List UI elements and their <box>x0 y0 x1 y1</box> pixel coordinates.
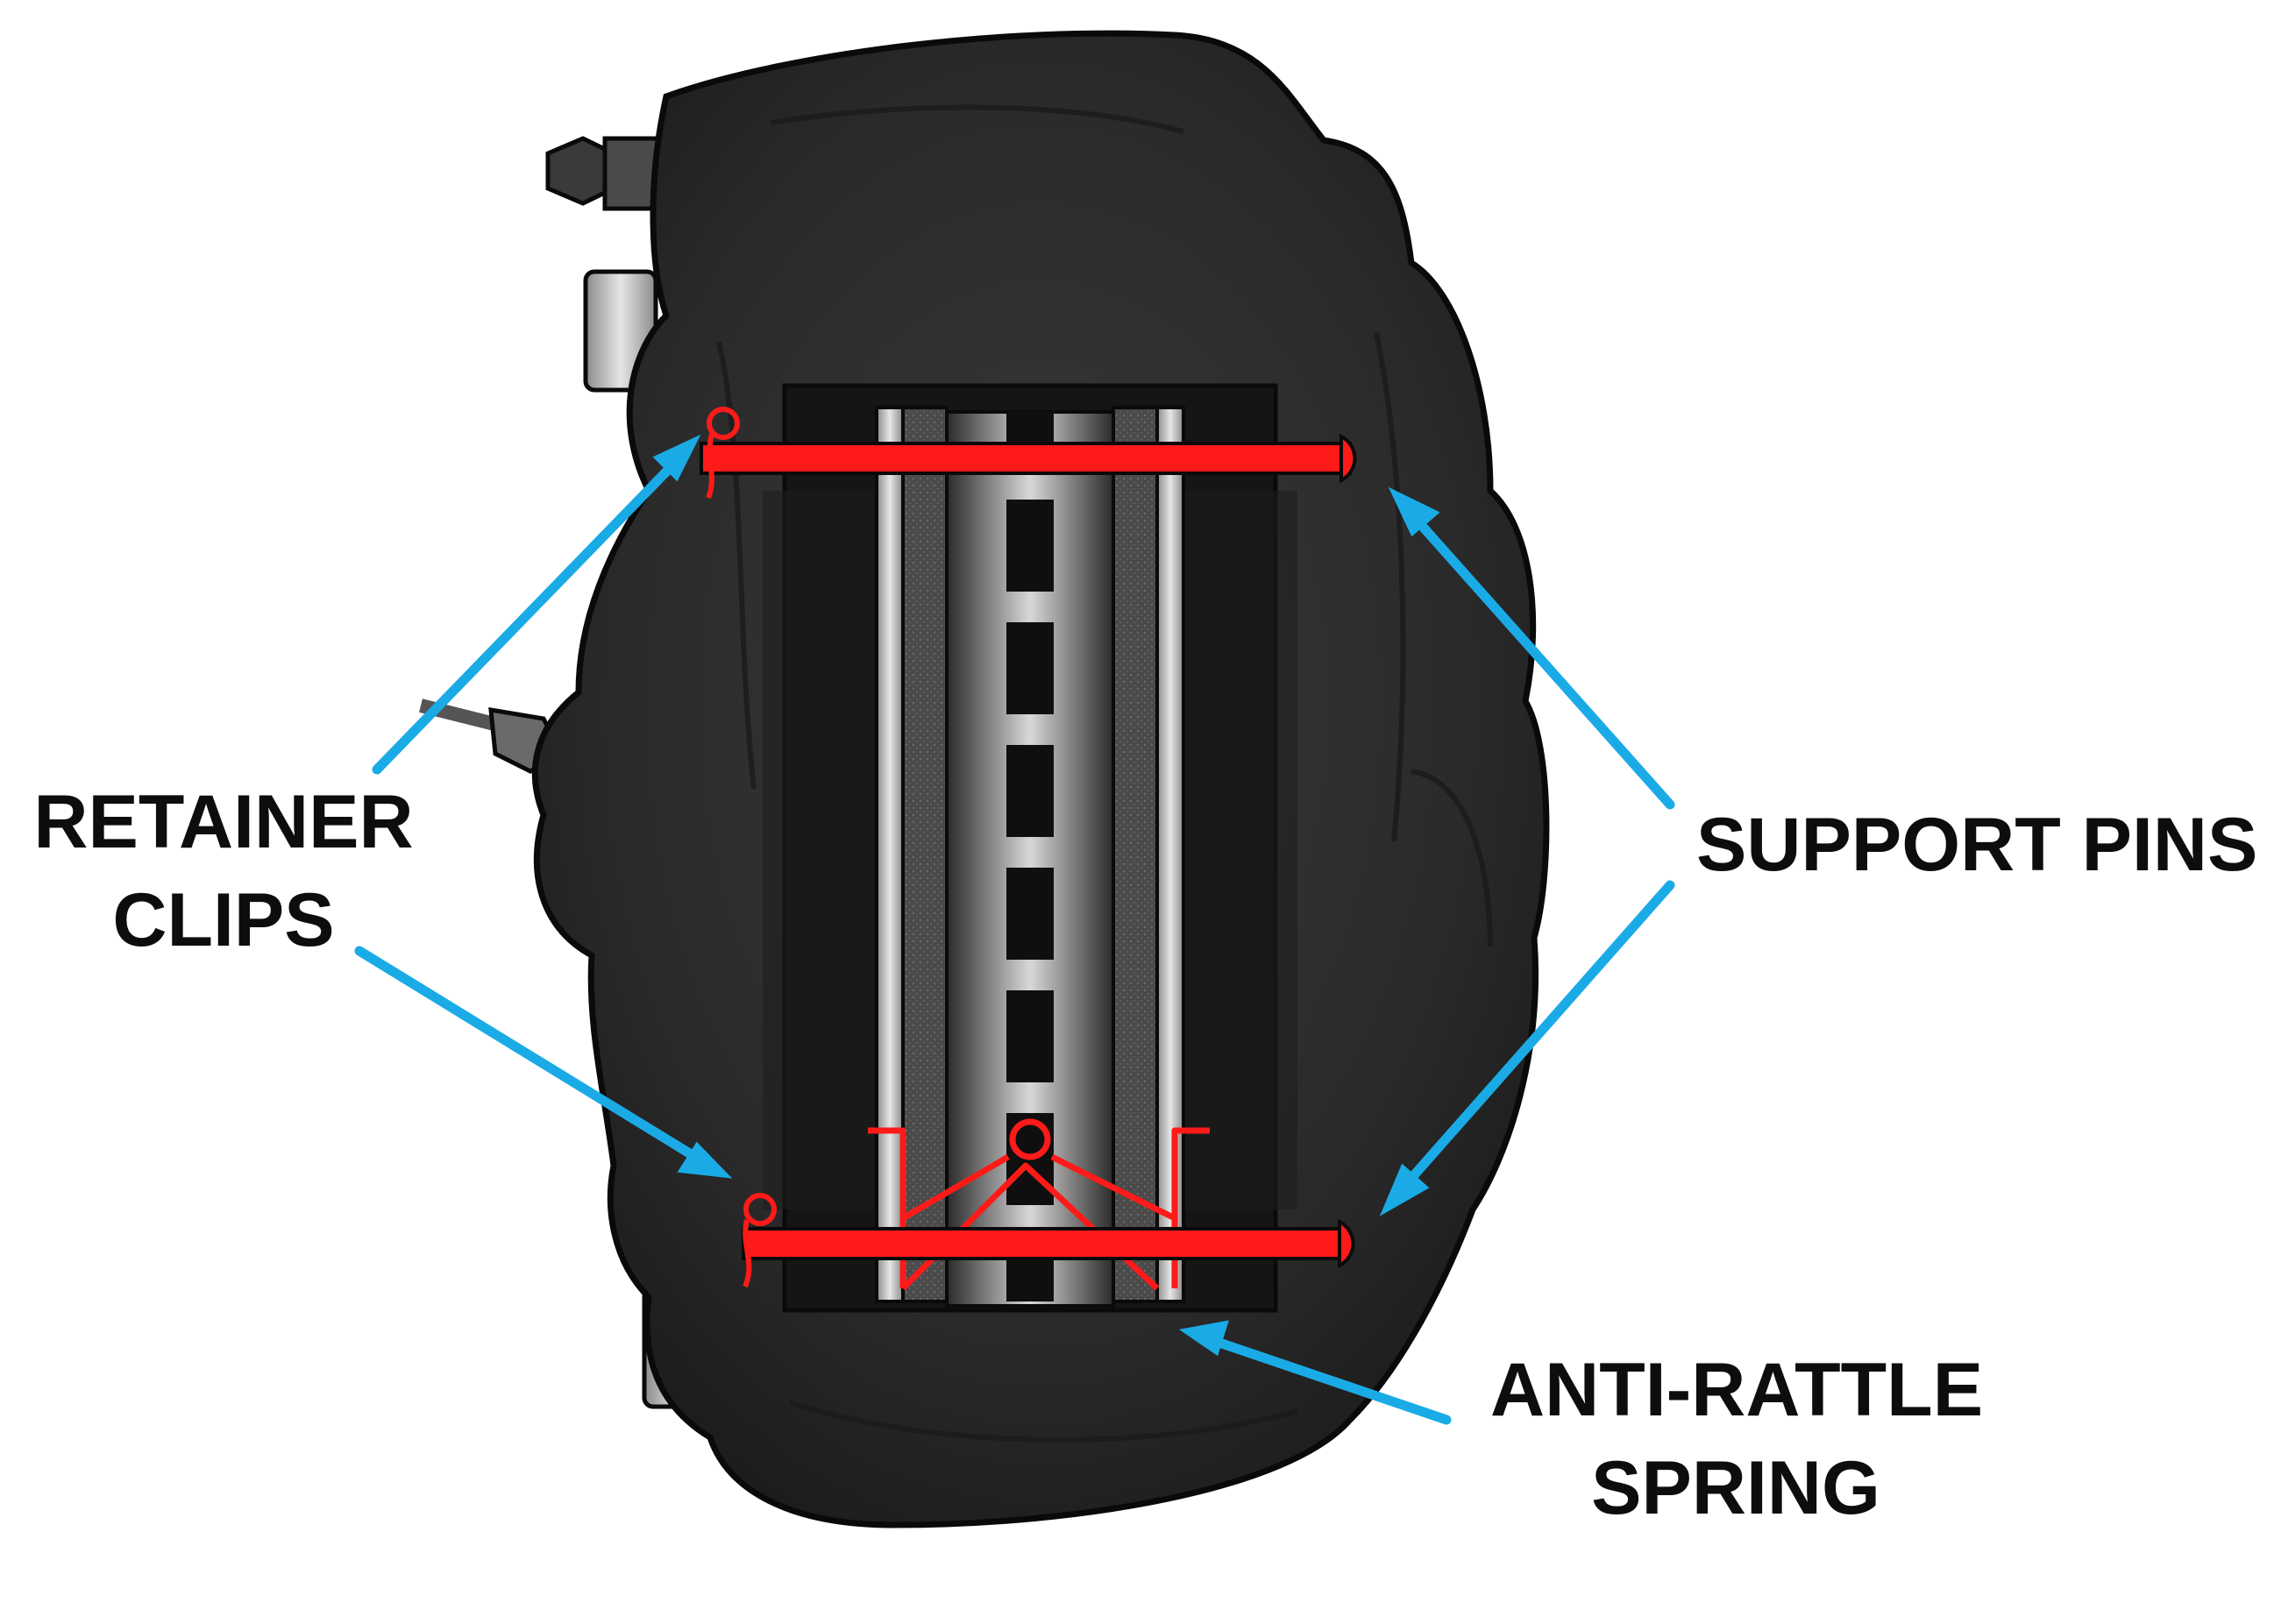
label-anti-rattle-spring: ANTI-RATTLE SPRING <box>1490 1341 1984 1537</box>
label-support-pins: SUPPORT PINS <box>1696 796 2257 894</box>
arrow-retainer-upper <box>372 434 701 775</box>
arrow-anti-rattle-spring <box>1178 1320 1452 1425</box>
label-support-pins-line1: SUPPORT PINS <box>1696 803 2258 887</box>
support-pin-upper <box>700 433 1357 484</box>
caliper-texture <box>716 104 1493 1443</box>
label-retainer-clips: RETAINER CLIPS <box>26 773 421 969</box>
brake-pad-right <box>1112 406 1185 1303</box>
callout-arrows <box>354 434 1675 1425</box>
label-anti-rattle-spring-line1: ANTI-RATTLE <box>1490 1348 1984 1432</box>
arrow-support-lower <box>1379 880 1675 1216</box>
bleeder-fitting <box>545 136 669 211</box>
label-retainer-clips-line2: CLIPS <box>112 878 335 962</box>
support-pin-lower <box>742 1218 1355 1269</box>
label-retainer-clips-line1: RETAINER <box>33 780 414 864</box>
arrow-support-upper <box>1388 486 1675 810</box>
retainer-clip-upper <box>706 407 740 500</box>
retainer-clip-lower <box>743 1193 777 1288</box>
brake-pad-left <box>875 406 949 1303</box>
arrow-retainer-lower <box>354 946 733 1179</box>
label-anti-rattle-spring-line2: SPRING <box>1591 1446 1880 1530</box>
